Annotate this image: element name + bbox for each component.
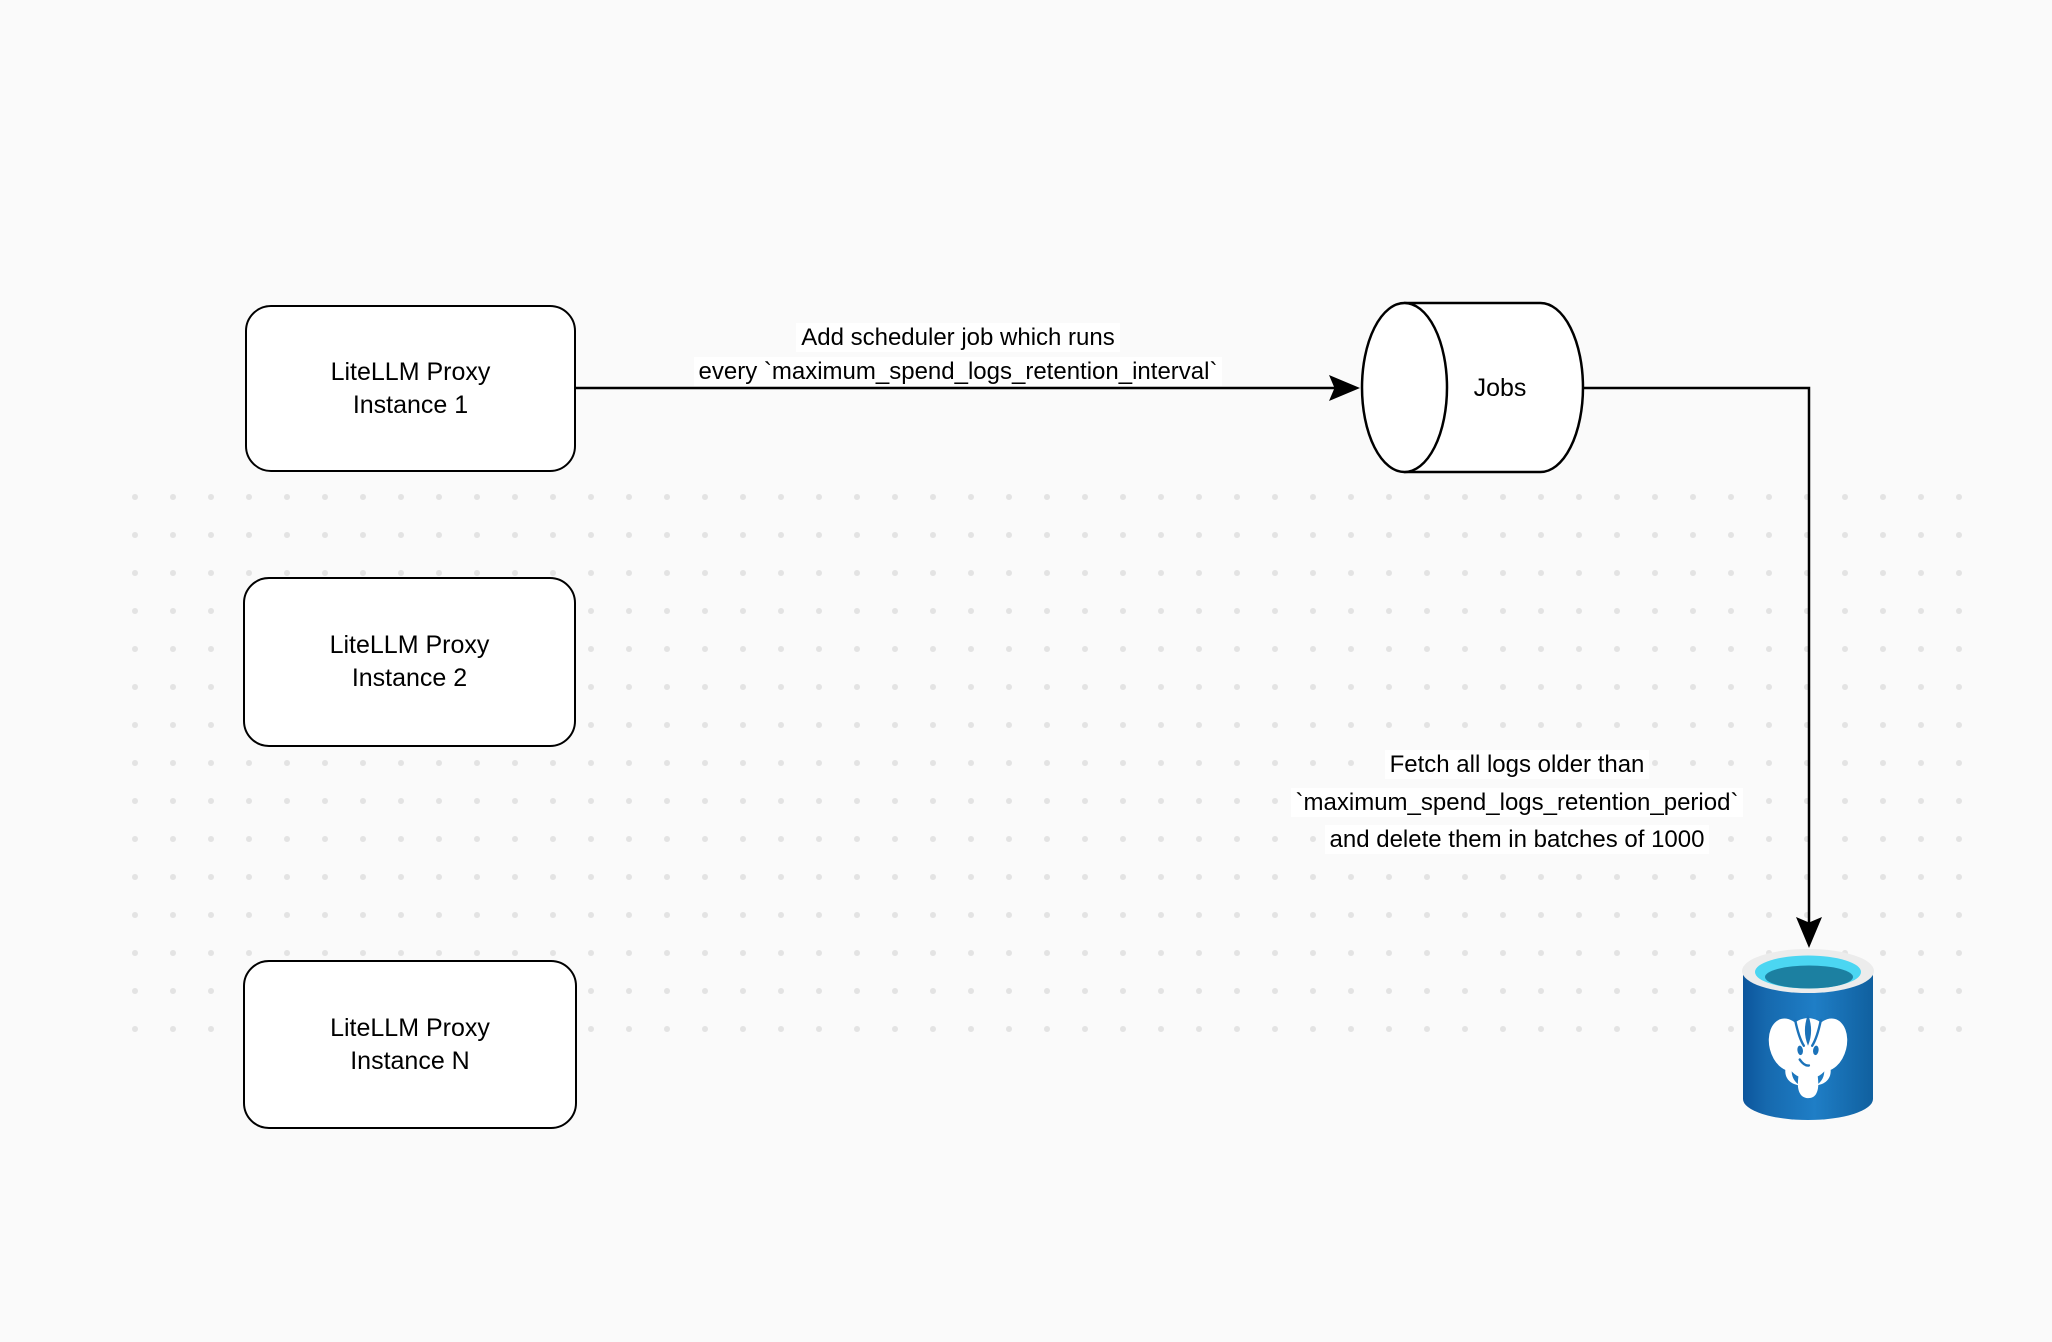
node-label: LiteLLM Proxy Instance N [330,1013,490,1075]
edge-label-line: every `maximum_spend_logs_retention_inte… [693,357,1223,386]
edge-label-line: Add scheduler job which runs [796,323,1120,352]
node-label: LiteLLM Proxy Instance 1 [330,357,491,419]
node-label: LiteLLM Proxy Instance 2 [329,631,490,692]
arrowhead-right-icon [1329,375,1360,401]
edge-label-line: Fetch all logs older than [1384,750,1650,779]
dot-grid-background [116,478,1978,1048]
edge-jobs-to-postgres [1583,386,1822,948]
postgresql-database-icon [1742,949,1874,1120]
edge-label-line: and delete them in batches of 1000 [1324,825,1710,854]
database-opening-shadow [1765,965,1853,989]
arrowhead-down-icon [1796,917,1822,948]
node-jobs-label: Jobs [1473,373,1527,402]
edge-label-line: `maximum_spend_logs_retention_period` [1290,787,1744,817]
edge-label-fetch-delete-logs: Fetch all logs older than `maximum_spend… [1157,746,1877,859]
jobs-cylinder-shape [1360,301,1585,474]
edge-proxy1-to-jobs [572,375,1360,401]
postgres-elephant-icon [1768,1014,1848,1099]
node-litellm-proxy-instance-n: LiteLLM Proxy Instance N [243,960,577,1129]
edge-label-add-scheduler-job: Add scheduler job which runs every `maxi… [578,321,1338,389]
node-litellm-proxy-instance-2: LiteLLM Proxy Instance 2 [243,577,576,747]
node-litellm-proxy-instance-1: LiteLLM Proxy Instance 1 [245,305,576,472]
